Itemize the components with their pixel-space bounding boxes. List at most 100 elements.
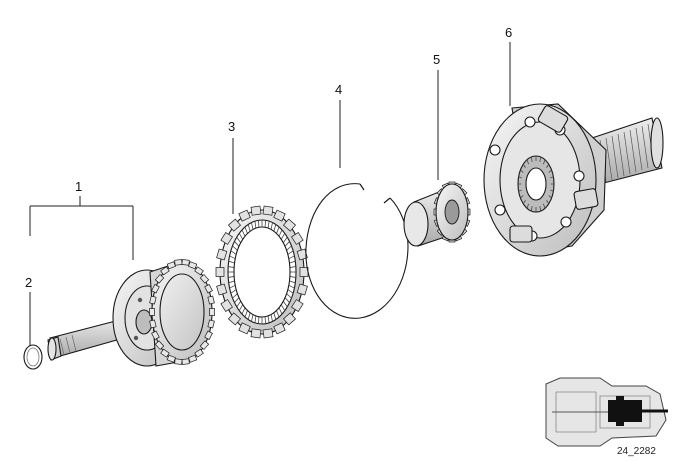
spline-line [522, 163, 526, 168]
spline-line [289, 266, 296, 268]
gear-tooth [181, 259, 190, 266]
gear-tooth [220, 232, 233, 245]
gear-tooth [149, 319, 157, 329]
spline-line [526, 203, 529, 209]
spline-line [518, 176, 522, 179]
callout-label-4: 4 [335, 82, 342, 97]
gear-tooth [199, 340, 210, 350]
gear-tooth [149, 308, 155, 316]
gear-tooth [207, 295, 215, 305]
spline-line [288, 255, 295, 260]
spline-line [289, 280, 296, 284]
spline-line [605, 137, 613, 181]
spline-line [230, 289, 237, 294]
spline-line [228, 260, 235, 264]
gear-tooth [250, 328, 262, 339]
spline-line [543, 203, 546, 209]
callout-label-2: 2 [25, 275, 32, 290]
callout-label-3: 3 [228, 119, 235, 134]
spline-line [228, 266, 235, 268]
spline-line [530, 156, 533, 162]
gear-tooth [282, 218, 297, 232]
part-5-sun-gear[interactable] [403, 181, 471, 247]
gear-tooth [154, 340, 165, 350]
gear-tooth [209, 308, 215, 316]
spline-line [230, 250, 237, 255]
gear-tooth [250, 205, 262, 216]
callout-label-1: 1 [75, 179, 82, 194]
gear-tooth [291, 232, 304, 245]
callout-2: 2 [25, 275, 32, 346]
callout-3: 3 [228, 119, 235, 214]
spline-line [287, 250, 294, 255]
gear-tooth [273, 209, 286, 222]
gear-tooth [291, 299, 304, 312]
gear-tooth [174, 259, 183, 266]
gear-tooth [216, 283, 228, 296]
spline-line [229, 255, 236, 260]
spline-line [546, 200, 550, 205]
callout-5: 5 [433, 52, 440, 180]
locator-thumbnail [545, 377, 668, 447]
gear-tooth [238, 322, 251, 335]
gear-tooth [227, 218, 242, 232]
gear-tooth [166, 261, 176, 270]
spline-line [526, 159, 529, 165]
spline-line [530, 206, 533, 212]
gear-tooth [238, 209, 251, 222]
part-4-circlip[interactable] [305, 183, 409, 319]
spline-line [550, 189, 554, 192]
part-3-ring-gear[interactable] [215, 205, 309, 339]
gear-tooth [151, 284, 160, 294]
gear-tooth [181, 358, 190, 365]
part-2-snap-ring[interactable] [23, 344, 43, 370]
spline-line [641, 125, 649, 169]
gear-tooth [204, 330, 213, 340]
gear-tooth [174, 358, 183, 365]
gear-tooth [282, 312, 297, 326]
part-6-planet-carrier-output-shaft[interactable] [483, 103, 664, 257]
gear-tooth [166, 354, 176, 363]
gear-tooth [194, 348, 204, 358]
spline-line [629, 129, 637, 173]
diagram-code: 24_2282 [617, 446, 656, 457]
part-1-shaft-planet-carrier[interactable] [47, 259, 215, 367]
carrier-internal-splines [518, 156, 554, 212]
spline-line [611, 135, 619, 179]
gear-tooth [215, 267, 225, 277]
callout-4: 4 [335, 82, 342, 168]
gear-tooth [151, 330, 160, 340]
gear-tooth [188, 261, 198, 270]
gear-tooth [216, 248, 228, 261]
gear-tooth [273, 322, 286, 335]
spline-line [289, 260, 296, 264]
spline-line [550, 176, 554, 179]
callout-1: 1 [29, 179, 134, 260]
ring-gear-outer-teeth [215, 205, 309, 339]
gear-tooth [160, 348, 170, 358]
gear-tooth [262, 205, 274, 216]
spline-line [522, 200, 526, 205]
gear-tooth [204, 284, 213, 294]
spline-line [228, 280, 235, 284]
gear-tooth [207, 319, 215, 329]
spline-line [518, 189, 522, 192]
callout-label-5: 5 [433, 52, 440, 67]
spline-line [546, 163, 550, 168]
gear-tooth [262, 328, 274, 339]
gear-tooth [227, 312, 242, 326]
spline-line [539, 206, 542, 212]
spline-line [548, 169, 552, 173]
gear-teeth [149, 259, 215, 365]
spline-line [228, 276, 235, 278]
spline-line [539, 156, 542, 162]
spline-line [623, 131, 631, 175]
spline-line [287, 289, 294, 294]
spline-line [617, 133, 625, 177]
spline-line [288, 284, 295, 289]
locator-highlight [608, 400, 642, 422]
spline-line [289, 276, 296, 278]
spline-line [520, 169, 524, 173]
gear-tooth [188, 354, 198, 363]
